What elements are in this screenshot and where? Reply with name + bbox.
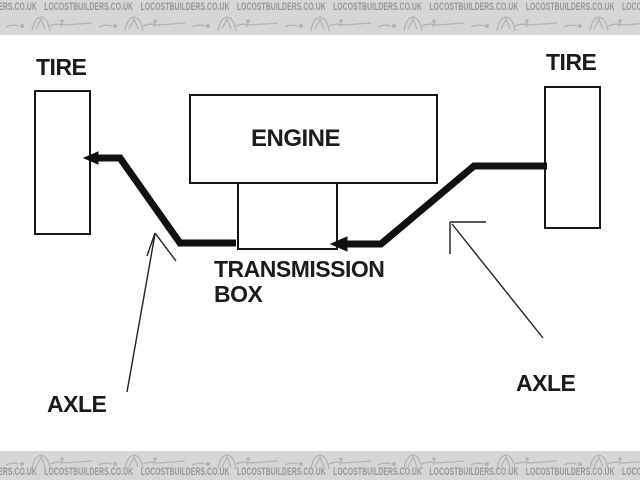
axle-left-pointer-barbs <box>146 232 177 262</box>
kitcar-logo-icon <box>563 454 640 470</box>
transmission-label-line1: TRANSMISSION <box>214 256 385 282</box>
axle-left-label: AXLE <box>47 391 107 417</box>
axle-right-pointer-shaft <box>451 223 544 339</box>
tire-left-label: TIRE <box>36 54 87 80</box>
transmission-box <box>237 182 338 250</box>
watermark-text: LOCOSTBUILDERS.CO.UK <box>525 466 615 478</box>
kitcar-logo-icon <box>98 16 186 32</box>
watermark-text: LOCOSTBUILDERS.CO.UK <box>622 466 640 478</box>
kitcar-logo-icon <box>5 16 93 32</box>
watermark-text: LOCOSTBUILDERS.CO.UK <box>44 1 134 13</box>
transmission-label: TRANSMISSION BOX <box>214 256 385 307</box>
kitcar-logo-icon <box>5 454 93 470</box>
watermark-text: LOCOSTBUILDERS.CO.UK <box>140 1 230 13</box>
axle-right-label: AXLE <box>516 370 576 396</box>
axle-left-pointer-shaft <box>126 233 156 393</box>
kitcar-logo-icon <box>284 454 372 470</box>
watermark-text: LOCOSTBUILDERS.CO.UK <box>525 1 615 13</box>
kitcar-logo-icon <box>98 454 186 470</box>
kitcar-logo-icon <box>284 16 372 32</box>
watermark-text: LOCOSTBUILDERS.CO.UK <box>429 466 519 478</box>
kitcar-logo-icon <box>191 16 279 32</box>
axle-right-pointer-arrow <box>449 221 544 339</box>
tire-left-box <box>34 90 91 235</box>
watermark-text: LOCOSTBUILDERS.CO.UK <box>333 1 423 13</box>
axle-left-pointer-arrow <box>126 232 177 393</box>
watermark-banner-bottom: LOCOSTBUILDERS.CO.UK LOCOSTBUILDERS.CO.UK… <box>0 451 640 480</box>
tire-right-box <box>544 86 601 229</box>
kitcar-logo-icon <box>563 16 640 32</box>
watermark-text: LOCOSTBUILDERS.CO.UK <box>429 1 519 13</box>
watermark-text-row: LOCOSTBUILDERS.CO.UK LOCOSTBUILDERS.CO.UK… <box>0 2 640 13</box>
axle-right-pointer-barbs <box>449 221 486 254</box>
kitcar-logo-icon <box>377 16 465 32</box>
engine-label-text: ENGINE <box>250 125 341 152</box>
watermark-icon-row <box>4 14 640 33</box>
watermark-icon-row <box>4 452 640 471</box>
kitcar-logo-icon <box>191 454 279 470</box>
watermark-text: LOCOSTBUILDERS.CO.UK <box>236 466 326 478</box>
watermark-text: LOCOSTBUILDERS.CO.UK <box>333 466 423 478</box>
watermark-text-row: LOCOSTBUILDERS.CO.UK LOCOSTBUILDERS.CO.UK… <box>0 467 640 478</box>
watermark-text: LOCOSTBUILDERS.CO.UK <box>140 466 230 478</box>
watermark-text: LOCOSTBUILDERS.CO.UK <box>0 466 37 478</box>
kitcar-logo-icon <box>470 16 558 32</box>
kitcar-logo-icon <box>470 454 558 470</box>
tire-right-label: TIRE <box>546 49 597 75</box>
transmission-label-line2: BOX <box>214 281 263 307</box>
watermark-text: LOCOSTBUILDERS.CO.UK <box>0 1 37 13</box>
kitcar-logo-icon <box>377 454 465 470</box>
watermark-banner-top: LOCOSTBUILDERS.CO.UK LOCOSTBUILDERS.CO.UK… <box>0 0 640 35</box>
watermark-text: LOCOSTBUILDERS.CO.UK <box>622 1 640 13</box>
watermark-text: LOCOSTBUILDERS.CO.UK <box>236 1 326 13</box>
engine-label: ENGINE <box>189 94 438 184</box>
watermark-text: LOCOSTBUILDERS.CO.UK <box>44 466 134 478</box>
